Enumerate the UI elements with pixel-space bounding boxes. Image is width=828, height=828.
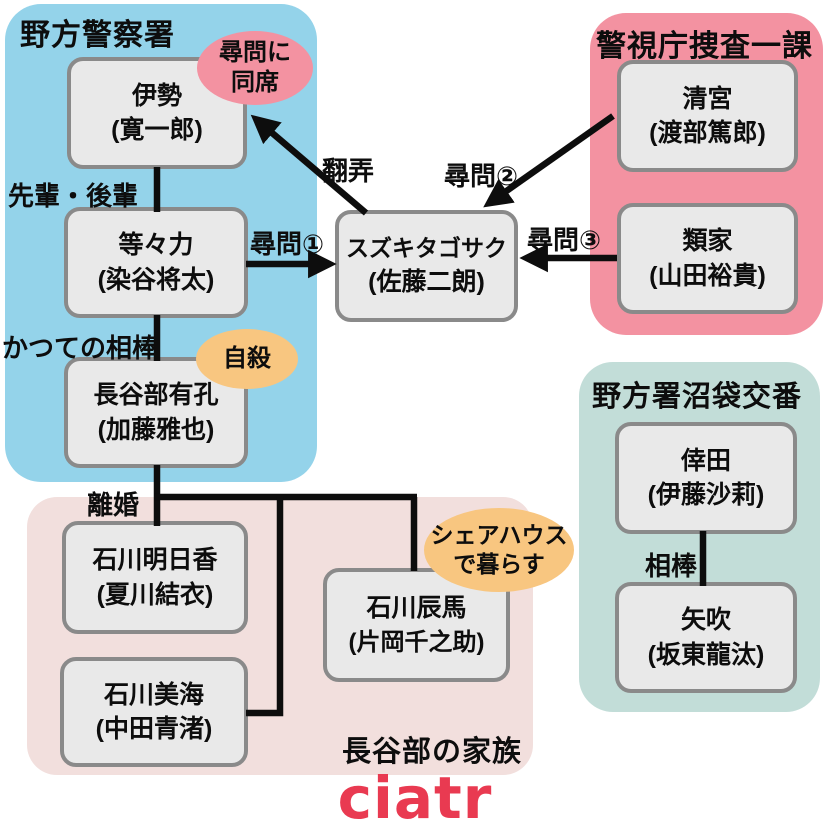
char-box-todoroki: 等々力 (染谷将太) — [64, 207, 248, 318]
char-actor-yabuki: (坂東龍汰) — [647, 640, 765, 669]
char-name-yabuki: 矢吹 — [680, 606, 731, 634]
char-actor-ise: (寛一郎) — [111, 116, 203, 144]
char-box-kouda: 倖田 (伊藤沙莉) — [615, 422, 797, 534]
char-actor-suzuki-tagosaku: (佐藤二朗) — [368, 267, 485, 296]
char-box-kiyomiya: 清宮 (渡部篤郎) — [617, 60, 798, 172]
char-name-ruike: 類家 — [682, 227, 733, 255]
char-actor-todoroki: (染谷将太) — [97, 265, 215, 294]
group-title-numabukuro-koban: 野方署沼袋交番 — [592, 381, 803, 413]
label-honrou: 翻弄 — [322, 156, 375, 186]
char-name-hasebe: 長谷部有孔 — [93, 381, 219, 409]
char-actor-ruike: (山田裕貴) — [649, 261, 766, 290]
char-name-suzuki-tagosaku: スズキタゴサク — [346, 234, 507, 261]
char-actor-ishikawa-miumi: (中田青渚) — [95, 715, 213, 743]
char-box-ishikawa-asuka: 石川明日香 (夏川結衣) — [62, 521, 248, 634]
char-name-ishikawa-miumi: 石川美海 — [103, 680, 204, 709]
badge-sharehouse-line1: シェアハウス — [430, 522, 568, 549]
char-name-ishikawa-asuka: 石川明日香 — [92, 546, 218, 574]
label-jinmon-2: 尋問② — [444, 161, 519, 191]
badge-sit-in-interrogation-line2: 同席 — [231, 69, 279, 96]
char-name-kouda: 倖田 — [680, 446, 731, 475]
label-senpai-kohai: 先輩・後輩 — [8, 181, 139, 211]
ciatr-logo: ciatr — [337, 764, 493, 828]
badge-suicide-text: 自殺 — [223, 345, 271, 372]
char-box-yabuki: 矢吹 (坂東龍汰) — [615, 582, 797, 693]
char-actor-kiyomiya: (渡部篤郎) — [649, 119, 766, 147]
char-name-kiyomiya: 清宮 — [682, 84, 733, 113]
badge-sit-in-interrogation: 尋問に 同席 — [197, 31, 313, 105]
label-jinmon-1: 尋問① — [250, 229, 325, 259]
char-box-ishikawa-miumi: 石川美海 (中田青渚) — [60, 657, 248, 767]
label-katsute-aibou: かつての相棒 — [2, 333, 159, 363]
char-box-ruike: 類家 (山田裕貴) — [617, 203, 798, 314]
badge-sit-in-interrogation-line1: 尋問に — [219, 39, 291, 66]
char-actor-hasebe: (加藤雅也) — [97, 415, 215, 444]
char-name-todoroki: 等々力 — [118, 231, 194, 259]
char-actor-ishikawa-tatsuma: (片岡千之助) — [348, 628, 485, 656]
char-name-ishikawa-tatsuma: 石川辰馬 — [366, 594, 467, 623]
badge-sharehouse-line2: で暮らす — [453, 551, 545, 577]
group-title-mpd-div1: 警視庁捜査一課 — [596, 30, 813, 63]
badge-sharehouse: シェアハウス で暮らす — [424, 508, 574, 592]
char-actor-ishikawa-asuka: (夏川結衣) — [96, 580, 214, 609]
group-title-nogata-police: 野方警察署 — [20, 19, 175, 52]
char-box-suzuki-tagosaku: スズキタゴサク (佐藤二朗) — [335, 210, 518, 322]
group-title-hasebe-family: 長谷部の家族 — [342, 736, 523, 768]
label-rikon: 離婚 — [87, 490, 140, 520]
char-box-ise: 伊勢 (寛一郎) — [67, 57, 247, 169]
badge-suicide: 自殺 — [196, 329, 298, 389]
char-actor-kouda: (伊藤沙莉) — [647, 481, 765, 509]
char-name-ise: 伊勢 — [131, 81, 182, 110]
label-aibou: 相棒 — [645, 551, 698, 581]
label-jinmon-3: 尋問③ — [527, 225, 602, 255]
